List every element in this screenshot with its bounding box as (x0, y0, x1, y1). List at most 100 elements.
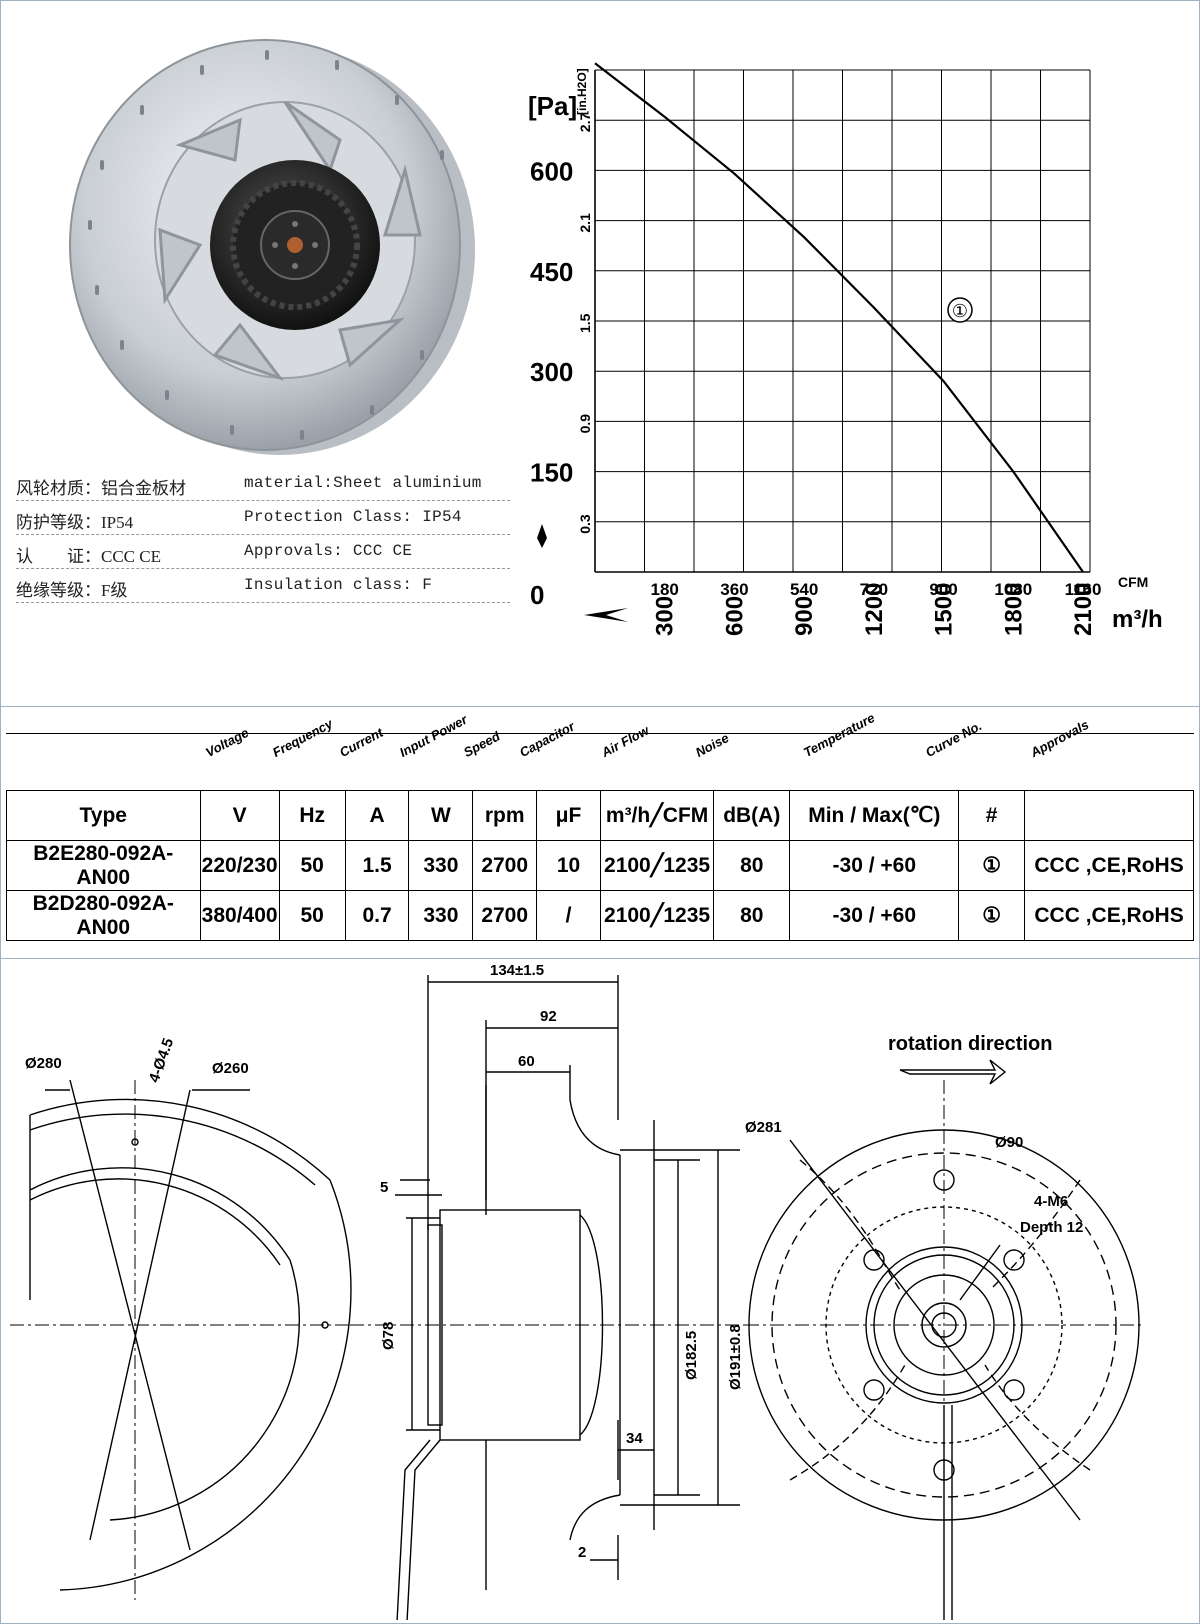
dimension-labels: Ø280 4-Ø4.5 Ø260 134±1.5 92 60 5 Ø78 Ø18… (25, 962, 1083, 1561)
table-cell: Min / Max(℃) (789, 790, 960, 841)
table-cell: μF (536, 790, 601, 841)
table-row: B2E280-092A-AN00 220/230 50 1.5 330 2700… (6, 840, 1194, 891)
spec-label-cn: 防护等级：IP54 (16, 513, 134, 532)
table-cell: # (958, 790, 1026, 841)
table-cell: 80 (713, 840, 791, 891)
x-tick-label-m3h: 900 (791, 596, 818, 636)
table-cell: Hz (278, 790, 346, 841)
table-unit-row: Type V Hz A W rpm μF m³/h╱CFM dB(A) Min … (6, 790, 1194, 841)
curve-number-label: ① (952, 301, 968, 321)
x-axis-arrow-icon (584, 608, 628, 622)
table-cell: 0.7 (344, 890, 410, 941)
spec-label-en: Approvals: CCC CE (244, 542, 413, 560)
table-cell: B2E280-092A-AN00 (6, 840, 201, 891)
table-cell: / (536, 890, 601, 941)
x-axis-unit-m3h: m³/h (1112, 606, 1163, 633)
x-tick-label-cfm: 540 (790, 580, 818, 599)
spec-label-cn: 绝缘等级：F级 (16, 581, 128, 600)
x-tick-label-m3h: 600 (721, 596, 748, 636)
y-tick-label-inh2o: 0.9 (577, 414, 593, 434)
table-cell: Type (6, 790, 201, 841)
y-axis-arrow-icon (537, 524, 547, 548)
spec-row-protection: 防护等级：IP54 Protection Class: IP54 (16, 500, 510, 535)
y-tick-label: 150 (530, 458, 573, 488)
y-tick-label: 450 (530, 257, 573, 287)
dim-label: 134±1.5 (490, 962, 544, 979)
spec-row-approvals: 认 证：CCC CE Approvals: CCC CE (16, 534, 510, 569)
y-tick-label: 300 (530, 357, 573, 387)
x-tick-label-cfm: 720 (860, 580, 888, 599)
section-divider (0, 706, 1200, 707)
table-cell: dB(A) (713, 790, 791, 841)
table-row: B2D280-092A-AN00 380/400 50 0.7 330 2700… (6, 890, 1194, 941)
table-cell: -30 / +60 (789, 890, 960, 941)
x-tick-label-m3h: 1200 (861, 583, 888, 636)
dim-label: 2 (578, 1544, 586, 1561)
table-cell: 2700 (472, 890, 538, 941)
dim-label: Ø280 (25, 1055, 62, 1072)
y-tick-label-inh2o: 0.3 (577, 514, 593, 534)
spec-label-cn: 风轮材质：铝合金板材 (16, 479, 186, 498)
spec-label-en: Insulation class: F (244, 576, 433, 594)
x-tick-label-m3h: 2100 (1070, 583, 1097, 636)
table-cell (1024, 790, 1194, 841)
x-tick-label-cfm: 180 (651, 580, 679, 599)
table-cell: ① (958, 890, 1026, 941)
dim-label: 4-Ø4.5 (146, 1036, 178, 1085)
dim-label: Ø281 (745, 1119, 782, 1136)
table-cell: CCC ,CE,RoHS (1024, 840, 1194, 891)
table-cell: 80 (713, 890, 791, 941)
table-top-rule (6, 733, 1194, 734)
table-cell: 50 (278, 840, 346, 891)
table-cell: 10 (536, 840, 601, 891)
table-cell: V (199, 790, 280, 841)
y-tick-label: 600 (530, 156, 573, 186)
y-tick-label-inh2o: 2.7 (577, 113, 593, 133)
rotation-direction-label: rotation direction (888, 1033, 1052, 1055)
dim-label: Depth 12 (1020, 1219, 1083, 1236)
dim-label: 60 (518, 1053, 535, 1070)
table-cell: 330 (408, 840, 474, 891)
curve-number-marker: ① (947, 297, 973, 323)
y-axis-unit-inh2o: [in.H2O] (575, 68, 589, 115)
x-tick-label-cfm: 1160 (1065, 580, 1102, 599)
dim-label: Ø90 (995, 1134, 1023, 1151)
curve-line (594, 62, 1084, 573)
dim-label: Ø191±0.8 (727, 1324, 744, 1390)
table-cell: -30 / +60 (789, 840, 960, 891)
spec-label-en: material:Sheet aluminium (244, 474, 482, 492)
table-cell: 1.5 (344, 840, 410, 891)
table-cell: m³/h╱CFM (599, 790, 715, 841)
dim-label: 34 (626, 1430, 643, 1447)
dim-label: 5 (380, 1179, 388, 1196)
table-cell: 50 (278, 890, 346, 941)
table-cell: rpm (472, 790, 538, 841)
table-cell: 2100╱1235 (599, 890, 715, 941)
x-tick-label-cfm: 900 (929, 580, 957, 599)
dim-label: Ø182.5 (683, 1331, 700, 1380)
table-cell: W (408, 790, 474, 841)
table-cell: ① (958, 840, 1026, 891)
fan-impeller-photo (69, 39, 475, 455)
table-cell: 220/230 (199, 840, 280, 891)
chart-grid (594, 69, 1091, 573)
y-tick-label-inh2o: 2.1 (577, 213, 593, 233)
table-cell: 2100╱1235 (599, 840, 715, 891)
rear-motor-view (745, 1059, 1145, 1620)
x-tick-label-cfm: 360 (720, 580, 748, 599)
y-tick-label: 0 (530, 580, 544, 610)
dim-label: 4-M6 (1034, 1193, 1068, 1210)
dim-label: Ø78 (380, 1322, 397, 1350)
x-axis-unit-cfm: CFM (1118, 574, 1148, 590)
x-tick-label-m3h: 300 (652, 596, 679, 636)
front-flange-view (10, 1079, 352, 1600)
table-cell: 330 (408, 890, 474, 941)
section-divider (0, 958, 1200, 959)
table-cell: A (344, 790, 410, 841)
dimension-drawings: Ø280 4-Ø4.5 Ø260 134±1.5 92 60 5 Ø78 Ø18… (10, 962, 1145, 1620)
table-cell: 380/400 (199, 890, 280, 941)
x-tick-label-cfm: 1080 (994, 580, 1032, 599)
